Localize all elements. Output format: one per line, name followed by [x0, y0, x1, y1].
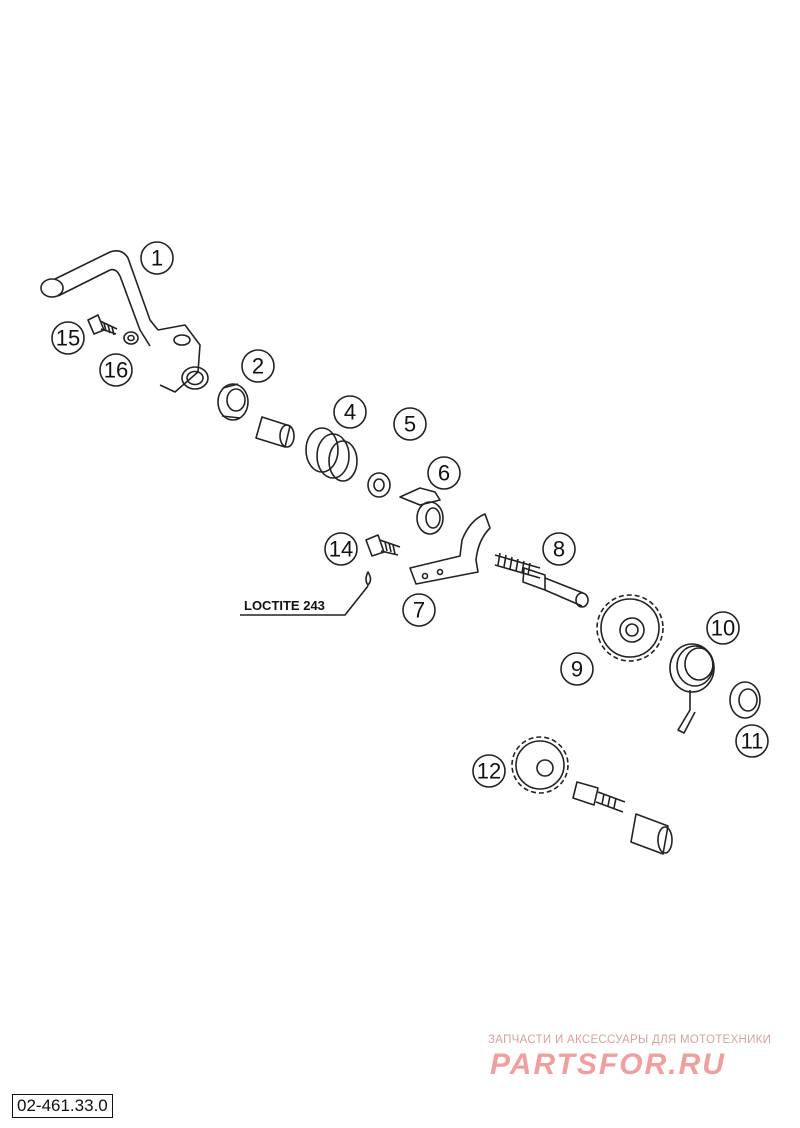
svg-text:9: 9 [571, 657, 583, 682]
spring-4 [305, 427, 358, 482]
svg-text:7: 7 [413, 598, 425, 623]
loctite-drop [365, 571, 372, 586]
gear-12 [511, 736, 569, 794]
callout-5: 5 [393, 407, 427, 441]
washer-11 [729, 681, 761, 719]
callout-11: 11 [735, 724, 769, 758]
callout-4: 4 [333, 395, 367, 429]
gear-9 [596, 594, 664, 662]
watermark-tagline: ЗАПЧАСТИ И АКСЕССУАРЫ ДЛЯ МОТОТЕХНИКИ [488, 1034, 772, 1046]
washer-5 [367, 472, 391, 498]
ratchet-6 [399, 487, 444, 535]
seal-ring-2 [217, 383, 249, 421]
callout-6: 6 [427, 456, 461, 490]
kickstart-lever [40, 250, 209, 393]
callout-10: 10 [706, 611, 740, 645]
svg-text:10: 10 [711, 616, 735, 641]
svg-text:6: 6 [438, 461, 450, 486]
svg-text:16: 16 [104, 358, 128, 383]
svg-text:1: 1 [151, 246, 163, 271]
svg-text:12: 12 [477, 759, 501, 784]
kickstart-shaft-8 [494, 552, 589, 608]
bolt-15 [87, 314, 118, 336]
svg-text:5: 5 [404, 412, 416, 437]
washer-16 [123, 331, 139, 345]
guide-plate-7 [409, 513, 491, 585]
diagram-part-code: 02-461.33.0 [12, 1094, 113, 1118]
loctite-label: LOCTITE 243 [244, 598, 325, 613]
pin-and-sleeve [572, 781, 673, 855]
callout-2: 2 [241, 349, 275, 383]
screw-14 [365, 534, 401, 557]
loctite-leader [240, 585, 369, 616]
callout-8: 8 [542, 532, 576, 566]
callout-15: 15 [51, 321, 85, 355]
svg-text:11: 11 [741, 729, 764, 754]
callout-12: 12 [472, 754, 506, 788]
svg-text:15: 15 [56, 326, 80, 351]
svg-text:14: 14 [329, 537, 353, 562]
callout-14: 14 [324, 532, 358, 566]
bushing [255, 416, 295, 448]
svg-text:8: 8 [553, 537, 565, 562]
callout-9: 9 [560, 652, 594, 686]
watermark-logo: PARTSFOR.RU [490, 1048, 726, 1081]
callout-7: 7 [402, 593, 436, 627]
torsion-spring-10 [669, 643, 715, 734]
svg-text:2: 2 [252, 354, 264, 379]
callout-16: 16 [99, 353, 133, 387]
callout-1: 1 [140, 241, 174, 275]
svg-text:4: 4 [344, 400, 356, 425]
